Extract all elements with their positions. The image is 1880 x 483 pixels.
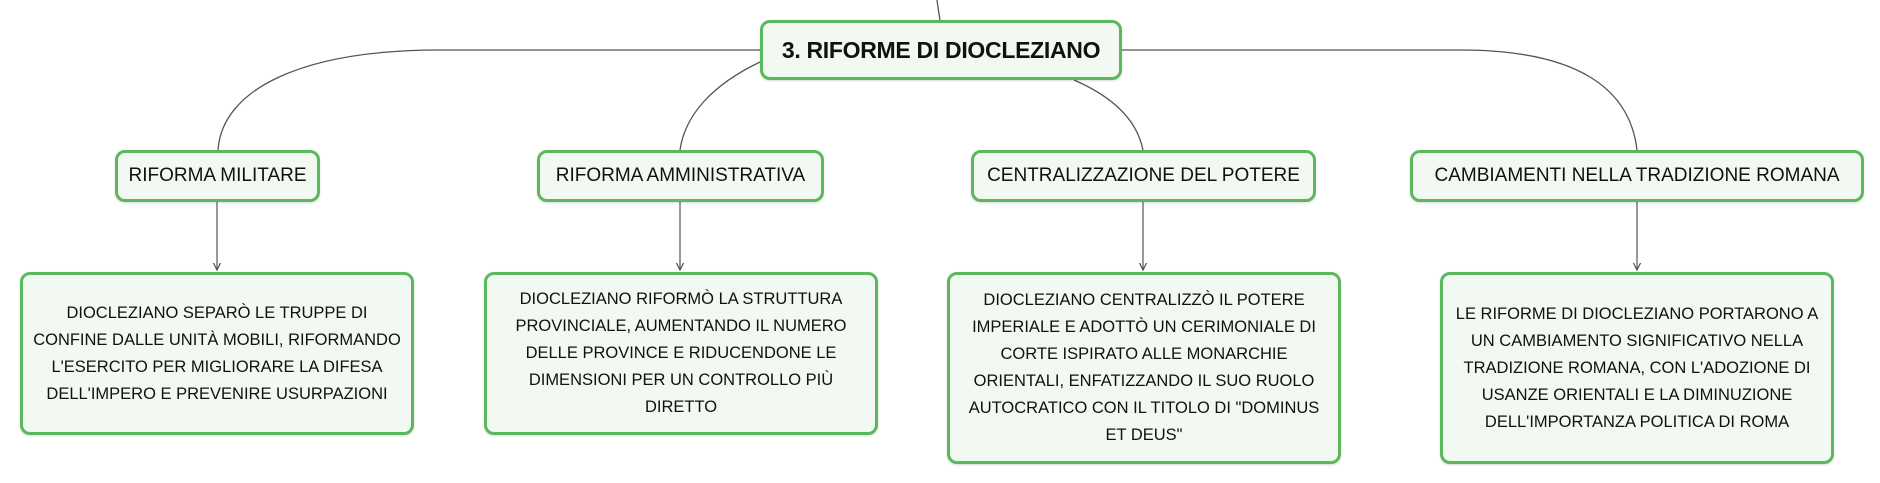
topic-label: CAMBIAMENTI NELLA TRADIZIONE ROMANA <box>1434 165 1840 186</box>
root-topic-label: 3. RIFORME DI DIOCLEZIANO <box>781 36 1101 63</box>
topic-riforma-amministrativa[interactable]: RIFORMA AMMINISTRATIVA <box>537 150 824 202</box>
topic-riforma-militare[interactable]: RIFORMA MILITARE <box>115 150 320 202</box>
topic-centralizzazione-del-potere[interactable]: CENTRALIZZAZIONE DEL POTERE <box>971 150 1316 202</box>
topic-label: RIFORMA MILITARE <box>128 165 307 186</box>
root-topic[interactable]: 3. RIFORME DI DIOCLEZIANO <box>760 20 1122 80</box>
detail-riforma-amministrativa[interactable]: DIOCLEZIANO RIFORMÒ LA STRUTTURA PROVINC… <box>484 272 878 435</box>
detail-text: DIOCLEZIANO CENTRALIZZÒ IL POTERE IMPERI… <box>968 291 1320 444</box>
detail-text: LE RIFORME DI DIOCLEZIANO PORTARONO A UN… <box>1455 304 1819 431</box>
detail-centralizzazione-del-potere[interactable]: DIOCLEZIANO CENTRALIZZÒ IL POTERE IMPERI… <box>947 272 1341 464</box>
connector-root-to-riforma-amministrativa <box>679 61 761 151</box>
connector-root-to-centralizzazione <box>1073 79 1144 151</box>
topic-label: RIFORMA AMMINISTRATIVA <box>555 165 806 186</box>
topic-label: CENTRALIZZAZIONE DEL POTERE <box>987 165 1300 186</box>
detail-text: DIOCLEZIANO SEPARÒ LE TRUPPE DI CONFINE … <box>33 303 401 403</box>
connector-root-to-riforma-militare <box>217 49 760 151</box>
parent-connector <box>936 0 941 21</box>
detail-text: DIOCLEZIANO RIFORMÒ LA STRUTTURA PROVINC… <box>515 290 847 416</box>
connector-root-to-cambiamenti <box>1122 49 1638 151</box>
topic-cambiamenti-tradizione-romana[interactable]: CAMBIAMENTI NELLA TRADIZIONE ROMANA <box>1410 150 1864 202</box>
detail-cambiamenti-tradizione-romana[interactable]: LE RIFORME DI DIOCLEZIANO PORTARONO A UN… <box>1440 272 1834 464</box>
detail-riforma-militare[interactable]: DIOCLEZIANO SEPARÒ LE TRUPPE DI CONFINE … <box>20 272 414 435</box>
